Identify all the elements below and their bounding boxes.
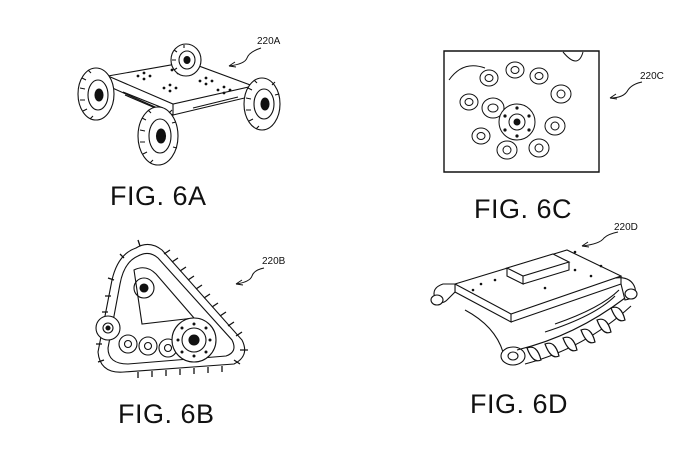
fig-6b-reference-label: 220B [262,256,286,267]
fig-6b-leader-line [232,266,268,288]
fig-6a-leader-line [225,46,265,70]
fig-6d-screw-vehicle-drawing [425,240,650,375]
fig-6a-caption: FIG. 6A [110,181,207,211]
fig-6d-reference-label: 220D [614,222,638,233]
fig-6b-caption: FIG. 6B [118,399,215,429]
fig-6b-track-module-drawing [94,240,254,380]
fig-6d-leader-line [578,230,622,250]
fig-6d-caption: FIG. 6D [470,389,569,419]
fig-6c-omni-wheel-drawing [443,50,601,174]
fig-6a-reference-label: 220A [257,36,281,47]
fig-6c-reference-label: 220C [640,71,664,82]
fig-6c-leader-line [606,80,646,104]
fig-6c-caption: FIG. 6C [474,194,573,224]
fig-6a-wheeled-robot-drawing [68,42,293,172]
